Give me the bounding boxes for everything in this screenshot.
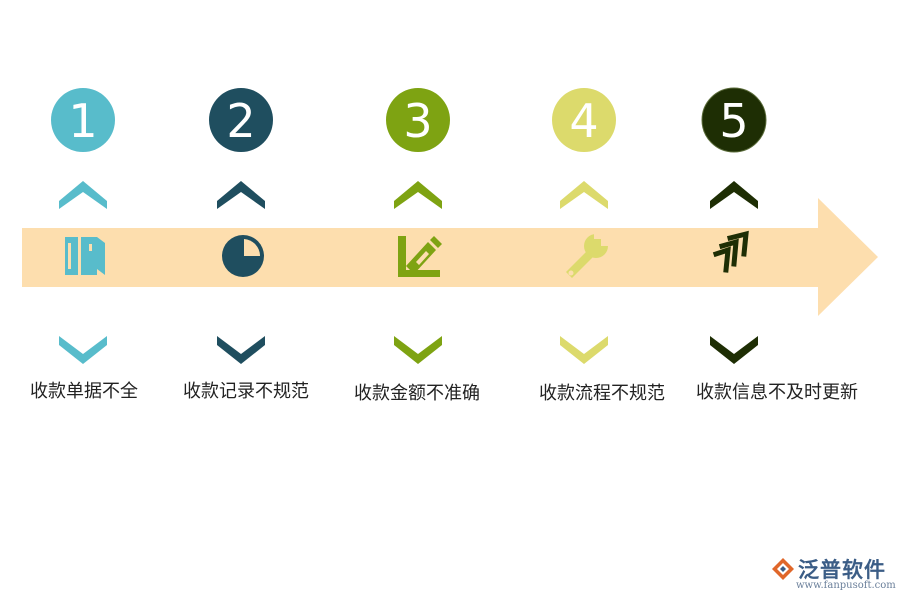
chevron-down-icon (217, 336, 265, 364)
chevron-down-icon (710, 336, 758, 364)
step-label: 收款单据不全 (30, 381, 138, 402)
wrench-icon (566, 232, 608, 278)
brand-name: 泛普软件 (798, 558, 886, 582)
chevron-up-icon (217, 181, 265, 209)
step-1: 1 (51, 88, 115, 364)
step-5: 5 (701, 87, 767, 364)
step-2: 2 (209, 88, 273, 364)
book-icon (65, 237, 105, 275)
chevron-up-icon (560, 181, 608, 209)
chevron-up-icon (394, 181, 442, 209)
chevron-down-icon (560, 336, 608, 364)
step-number-badge: 3 (386, 88, 450, 152)
timeline-arrow (22, 198, 878, 316)
step-number: 2 (226, 94, 255, 148)
chevron-up-icon (710, 181, 758, 209)
chevron-down-icon (394, 336, 442, 364)
step-label: 收款金额不准确 (354, 383, 480, 404)
step-number: 5 (719, 94, 748, 148)
step-label: 收款流程不规范 (539, 383, 665, 404)
step-number: 3 (403, 94, 432, 148)
brand-watermark: 泛普软件 www.fanpusoft.com (770, 552, 896, 596)
step-number-badge: 1 (51, 88, 115, 152)
brand-logo-icon (772, 558, 794, 580)
step-number-badge: 5 (701, 87, 767, 153)
arrows-icon (712, 230, 749, 273)
step-number: 4 (569, 94, 598, 148)
edit-icon (398, 236, 442, 277)
step-4: 4 (552, 88, 616, 364)
brand-url: www.fanpusoft.com (796, 580, 896, 591)
chevron-down-icon (59, 336, 107, 364)
step-label: 收款信息不及时更新 (696, 382, 858, 403)
step-label: 收款记录不规范 (183, 381, 309, 402)
pie-chart-icon (222, 235, 264, 277)
step-3: 3 (386, 88, 450, 364)
step-number-badge: 4 (552, 88, 616, 152)
step-number: 1 (68, 94, 97, 148)
chevron-up-icon (59, 181, 107, 209)
step-number-badge: 2 (209, 88, 273, 152)
